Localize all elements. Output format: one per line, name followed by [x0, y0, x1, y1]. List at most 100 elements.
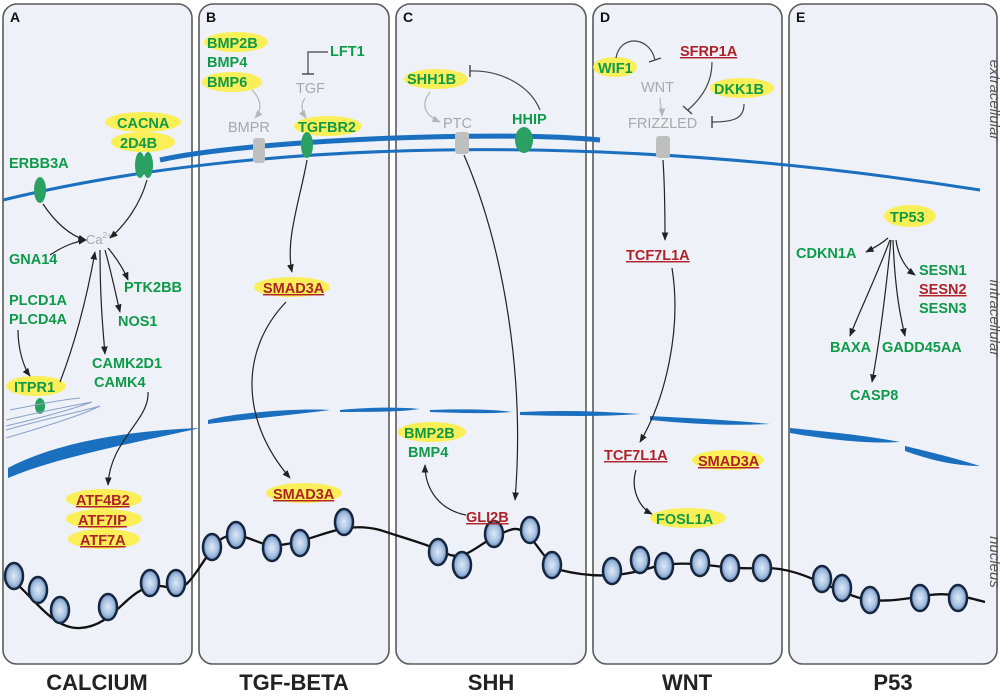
highlight-itpr1 — [6, 376, 66, 396]
gene-baxa: BAXA — [830, 340, 872, 356]
gene-cdkn1a: CDKN1A — [796, 246, 857, 262]
gene-plcd1a: PLCD1A — [9, 293, 68, 309]
nucleosome-icon — [27, 575, 49, 605]
arrow-tgf-tgfbr2 — [299, 97, 307, 119]
cell-membrane — [2, 148, 981, 202]
gene-lft1: LFT1 — [330, 44, 365, 60]
nucleosome-icon — [49, 595, 71, 625]
pathway-name-wnt: WNT — [662, 670, 713, 695]
nucleosome-icon — [689, 548, 711, 578]
nucleosome-icon — [289, 528, 311, 558]
gene-2d4b: 2D4B — [120, 136, 157, 152]
panel-wnt — [592, 3, 783, 665]
pathway-name-calcium: CALCIUM — [46, 670, 147, 695]
inhibit-hhip-shh1b — [469, 70, 541, 111]
nucleosome-icon — [201, 532, 223, 562]
highlight-cacna — [105, 112, 181, 132]
arrow-tp53-baxa — [849, 239, 891, 337]
gene-tp53: TP53 — [890, 210, 925, 226]
gene-gli2b: GLI2B — [466, 510, 509, 526]
pathway-name-shh: SHH — [468, 670, 514, 695]
arrow-tgfbr2-smad3a — [287, 159, 308, 273]
region-extracellular: extracellular — [986, 60, 1000, 142]
gene-tcf7l1a-cyto: TCF7L1A — [626, 248, 690, 264]
gene-tgfbr2: TGFBR2 — [298, 120, 356, 136]
panel-letter-b: B — [206, 9, 216, 25]
receptor-bmpr: BMPR — [228, 120, 270, 136]
gene-bmp2b-c: BMP2B — [404, 426, 455, 442]
gene-wif1: WIF1 — [598, 61, 633, 77]
nucleosome-icon — [719, 553, 741, 583]
nucleosome-icon — [653, 551, 675, 581]
nucleosome-icon — [451, 550, 473, 580]
panel-calcium — [2, 3, 193, 665]
highlight-tp53 — [884, 205, 936, 227]
arrow-itpr1-ca — [59, 251, 97, 383]
arrow-shh1b-ptc — [424, 91, 441, 123]
nucleosome-icon — [165, 568, 187, 598]
highlight-atf7a — [68, 529, 140, 549]
highlight-2d4b — [111, 132, 175, 152]
receptor-ptc: PTC — [443, 116, 472, 132]
gene-tcf7l1a-nuc: TCF7L1A — [604, 448, 668, 464]
nucleosome-icon — [831, 573, 853, 603]
panel-tgf-beta — [198, 3, 390, 665]
nucleosome-icon — [947, 583, 969, 613]
highlight-bmp2b-b — [204, 32, 268, 52]
highlight-smad3a-b-nuc — [266, 483, 342, 503]
gene-casp8: CASP8 — [850, 388, 898, 404]
channel-cacna-icon-left — [135, 152, 145, 178]
nucleosome-icon — [139, 568, 161, 598]
arrow-ptc-gli2b — [463, 154, 519, 501]
pathway-name-tgf-beta: TGF-BETA — [239, 670, 349, 695]
nuclear-envelope — [8, 407, 980, 478]
cell-membrane-thick — [159, 133, 601, 163]
receptor-bmpr-icon — [253, 138, 265, 163]
arrow-tcf7l1a-fosl1a — [633, 469, 653, 515]
gene-erbb3a: ERBB3A — [9, 156, 69, 172]
nucleosome-icon — [97, 592, 119, 622]
arrow-ca-ptk2bb — [107, 247, 129, 281]
channel-cacna-icon-right — [143, 152, 153, 178]
gene-atf7ip: ATF7IP — [78, 513, 127, 529]
receptor-frizzled: FRIZZLED — [628, 116, 697, 132]
gene-bmp4-c: BMP4 — [408, 445, 448, 461]
gene-smad3a-d: SMAD3A — [698, 454, 760, 470]
arrow-gli2b-bmp — [421, 464, 467, 516]
highlight-fosl1a — [650, 508, 726, 528]
arrow-bmp-bmpr — [251, 89, 263, 119]
nucleosome-icon — [629, 545, 651, 575]
nucleosome-icon — [333, 507, 355, 537]
arrow-tp53-casp8 — [870, 239, 892, 383]
arrow-cacna-ca — [109, 179, 148, 239]
gene-plcd4a: PLCD4A — [9, 312, 68, 328]
nucleosome-icon — [859, 585, 881, 615]
gene-nos1: NOS1 — [118, 314, 158, 330]
gene-gadd45aa: GADD45AA — [882, 340, 962, 356]
highlight-dkk1b — [710, 78, 774, 98]
panel-letter-e: E — [796, 9, 805, 25]
arrow-camk-atf — [104, 391, 149, 486]
gene-gna14: GNA14 — [9, 252, 57, 268]
gene-smad3a-b-cyto: SMAD3A — [263, 281, 325, 297]
gene-sesn2: SESN2 — [919, 282, 967, 298]
gene-shh1b: SHH1B — [407, 72, 456, 88]
gene-camk2d1: CAMK2D1 — [92, 356, 162, 372]
nucleosome-icon — [3, 561, 25, 591]
highlight-atf4b2 — [66, 489, 142, 509]
highlight-atf7ip — [66, 509, 142, 529]
highlight-tgfbr2 — [294, 116, 362, 136]
ligand-wnt: WNT — [641, 80, 674, 96]
gene-camk4: CAMK4 — [94, 375, 146, 391]
receptor-frizzled-icon — [656, 136, 670, 158]
highlight-shh1b — [404, 69, 468, 89]
nucleosome-icon — [225, 520, 247, 550]
highlight-wif1 — [593, 57, 637, 77]
nucleosome-icon — [751, 553, 773, 583]
arrow-gna14-ca — [49, 238, 87, 256]
nucleosome-icon — [601, 556, 623, 586]
nucleosome-icon — [519, 515, 541, 545]
gene-dkk1b: DKK1B — [714, 82, 764, 98]
inhibit-dkk1b-frizzled — [711, 103, 745, 123]
gene-bmp2b-b: BMP2B — [207, 36, 258, 52]
